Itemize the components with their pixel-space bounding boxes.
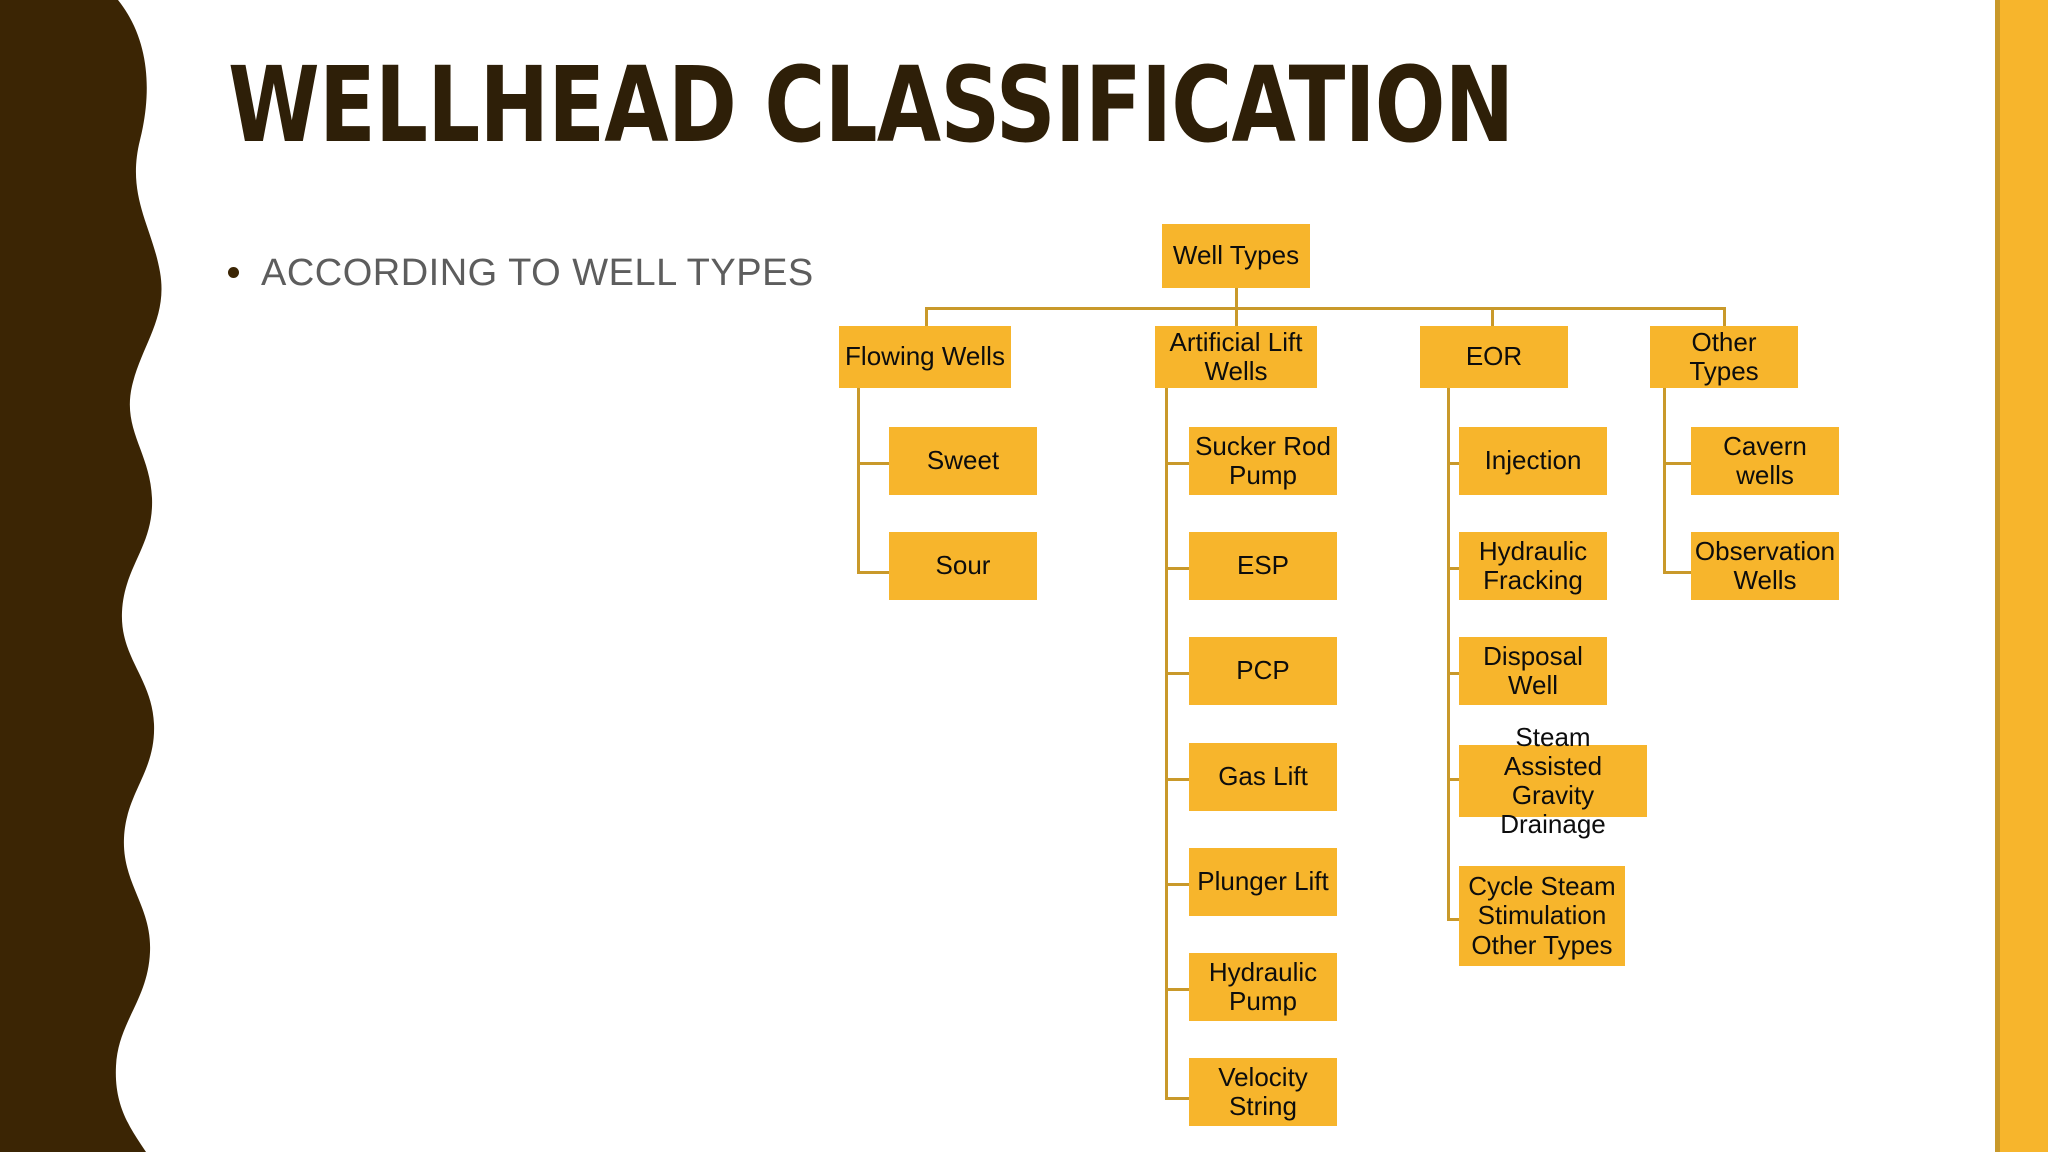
node-gas-lift[interactable]: Gas Lift [1189, 743, 1337, 811]
node-pcp[interactable]: PCP [1189, 637, 1337, 705]
connector-tick-sucker-rod-pump [1165, 462, 1189, 465]
node-cycle-steam-stimulation[interactable]: Cycle Steam Stimulation Other Types [1459, 866, 1625, 966]
connector-spine-flowing [857, 388, 860, 574]
node-artificial-lift-wells[interactable]: Artificial Lift Wells [1155, 326, 1317, 388]
node-cavern-wells[interactable]: Cavern wells [1691, 427, 1839, 495]
node-sour[interactable]: Sour [889, 532, 1037, 600]
connector-root-stem [1235, 288, 1238, 309]
node-hydraulic-fracking[interactable]: Hydraulic Fracking [1459, 532, 1607, 600]
bullet-dot-icon [228, 267, 239, 278]
connector-tick-gas-lift [1165, 778, 1189, 781]
connector-drop-artificial [1235, 307, 1238, 327]
connector-level1-bus [925, 307, 1726, 310]
node-observation-wells[interactable]: Observation Wells [1691, 532, 1839, 600]
connector-tick-sweet [857, 462, 889, 465]
connector-tick-esp [1165, 567, 1189, 570]
connector-tick-cavern-wells [1663, 462, 1691, 465]
right-bar-edge-stripe [1995, 0, 2000, 1152]
bullet-text: ACCORDING TO WELL TYPES [261, 252, 814, 294]
connector-tick-pcp [1165, 672, 1189, 675]
node-eor[interactable]: EOR [1420, 326, 1568, 388]
page-title: WELLHEAD CLASSIFICATION [228, 44, 1514, 166]
node-well-types[interactable]: Well Types [1162, 224, 1310, 288]
connector-drop-eor [1491, 307, 1494, 327]
bullet-row: ACCORDING TO WELL TYPES [228, 252, 814, 295]
node-flowing-wells[interactable]: Flowing Wells [839, 326, 1011, 388]
connector-tick-injection [1447, 462, 1459, 465]
connector-tick-velocity-string [1165, 1097, 1189, 1100]
connector-tick-cycle-steam [1447, 918, 1459, 921]
node-sweet[interactable]: Sweet [889, 427, 1037, 495]
connector-drop-other [1723, 307, 1726, 327]
connector-tick-plunger-lift [1165, 883, 1189, 886]
connector-tick-disposal-well [1447, 672, 1459, 675]
node-plunger-lift[interactable]: Plunger Lift [1189, 848, 1337, 916]
node-injection[interactable]: Injection [1459, 427, 1607, 495]
connector-tick-observation-wells [1663, 571, 1691, 574]
node-other-types[interactable]: Other Types [1650, 326, 1798, 388]
node-disposal-well[interactable]: Disposal Well [1459, 637, 1607, 705]
connector-tick-sagd [1447, 778, 1459, 781]
node-sucker-rod-pump[interactable]: Sucker Rod Pump [1189, 427, 1337, 495]
connector-spine-artificial [1165, 388, 1168, 1100]
right-accent-bar [2000, 0, 2048, 1152]
connector-spine-other [1663, 388, 1666, 574]
node-velocity-string[interactable]: Velocity String [1189, 1058, 1337, 1126]
connector-drop-flowing [925, 307, 928, 327]
node-hydraulic-pump[interactable]: Hydraulic Pump [1189, 953, 1337, 1021]
connector-tick-sour [857, 571, 889, 574]
connector-tick-hydraulic-pump [1165, 988, 1189, 991]
node-esp[interactable]: ESP [1189, 532, 1337, 600]
connector-tick-hydraulic-fracking [1447, 567, 1459, 570]
connector-spine-eor [1447, 388, 1450, 920]
node-steam-assisted-gravity-drainage[interactable]: Steam Assisted Gravity Drainage [1459, 722, 1647, 839]
